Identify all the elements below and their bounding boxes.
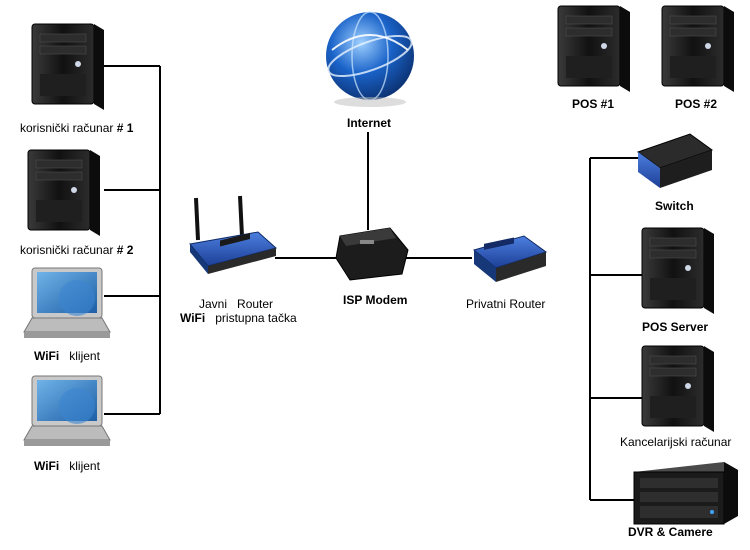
pos-server-label: POS Server xyxy=(642,320,709,334)
pc1-caption: korisnički računar xyxy=(20,121,114,135)
public-router-line1-b: Router xyxy=(237,297,274,311)
public-router-line2: WiFi pristupna tačka xyxy=(180,311,297,325)
wifi2-caption-a: WiFi xyxy=(34,459,60,473)
wifi1-caption-b: klijent xyxy=(69,349,100,363)
pos2-desktop-tower-icon xyxy=(661,5,735,93)
internet-globe-icon xyxy=(326,11,414,107)
public-router-line2-a: WiFi xyxy=(180,311,206,325)
wifi2-laptop-icon xyxy=(23,375,111,446)
pc2-desktop-tower-icon xyxy=(27,149,101,237)
connections xyxy=(104,65,642,501)
pc1-desktop-tower-icon xyxy=(31,23,105,111)
isp-modem-label: ISP Modem xyxy=(343,293,408,307)
wifi2-label: WiFi klijent xyxy=(34,459,100,473)
dvr-rack-icon xyxy=(633,462,738,525)
isp-modem-icon xyxy=(335,227,409,281)
switch-icon xyxy=(636,133,714,188)
pos2-label: POS #2 xyxy=(675,97,718,111)
pos1-label: POS #1 xyxy=(572,97,615,111)
switch-label: Switch xyxy=(655,199,694,213)
pc2-tag: # 2 xyxy=(116,243,134,257)
wifi1-caption-a: WiFi xyxy=(34,349,60,363)
public-router-line2-b: pristupna tačka xyxy=(215,311,297,325)
pc1-label: korisnički računar # 1 xyxy=(20,121,133,135)
public-router-line1-a: Javni xyxy=(199,297,228,311)
wifi1-label: WiFi klijent xyxy=(34,349,100,363)
office-pc-label: Kancelarijski računar xyxy=(620,435,732,449)
private-router-label: Privatni Router xyxy=(466,297,546,311)
pc1-tag: # 1 xyxy=(116,121,134,135)
office-pc-desktop-tower-icon xyxy=(641,345,715,433)
pc2-caption: korisnički računar xyxy=(20,243,114,257)
dvr-label: DVR & Camere xyxy=(628,525,713,539)
private-router-icon xyxy=(472,235,548,282)
wifi1-laptop-icon xyxy=(23,267,111,338)
public-router-wireless-router-icon xyxy=(189,195,278,274)
pc2-label: korisnički računar # 2 xyxy=(20,243,133,257)
pos-server-tower-icon xyxy=(641,227,715,315)
internet-label: Internet xyxy=(347,116,392,130)
wifi2-caption-b: klijent xyxy=(69,459,100,473)
pos1-desktop-tower-icon xyxy=(557,5,631,93)
public-router-line1: Javni Router xyxy=(199,297,273,311)
